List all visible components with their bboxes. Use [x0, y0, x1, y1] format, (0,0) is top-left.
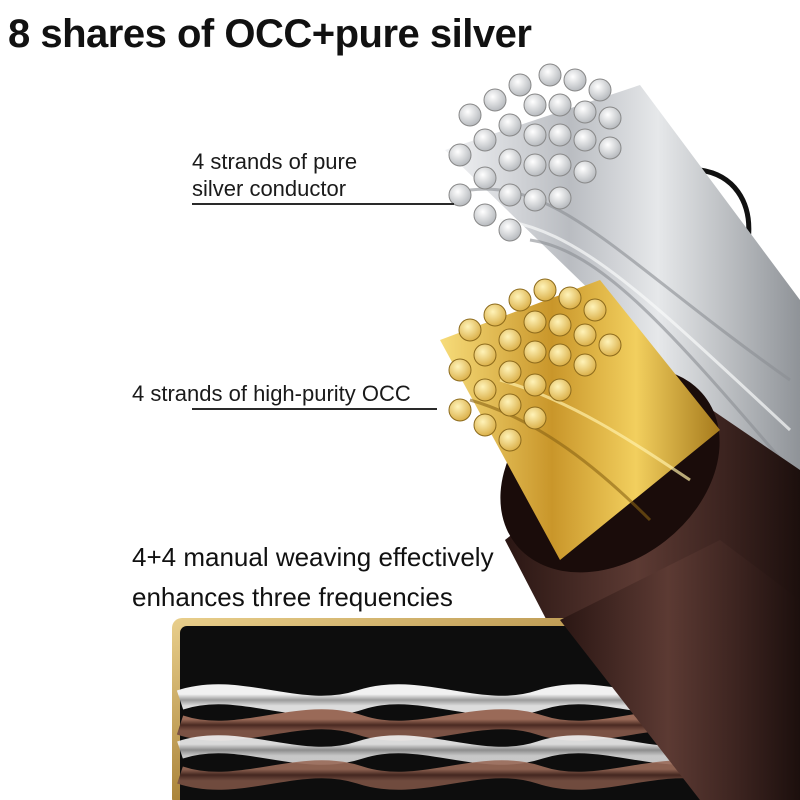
- callout-occ-line1: 4 strands of high-purity OCC: [132, 381, 411, 406]
- braided-cable-icon: [172, 540, 800, 800]
- weaving-caption-line1: 4+4 manual weaving effectively: [132, 542, 494, 572]
- callout-silver-line2: silver conductor: [192, 176, 347, 201]
- weaving-caption: 4+4 manual weaving effectively enhances …: [132, 537, 494, 617]
- occ-strand-bundle-icon: [440, 278, 720, 560]
- callout-silver: 4 strands of pure silver conductor: [192, 148, 357, 202]
- leader-line-silver: [192, 203, 454, 205]
- page-title: 8 shares of OCC+pure silver: [8, 12, 532, 56]
- leader-line-occ: [192, 408, 437, 410]
- callout-silver-line1: 4 strands of pure: [192, 149, 358, 174]
- callout-occ: 4 strands of high-purity OCC: [132, 380, 411, 407]
- weaving-caption-line2: enhances three frequencies: [132, 582, 453, 612]
